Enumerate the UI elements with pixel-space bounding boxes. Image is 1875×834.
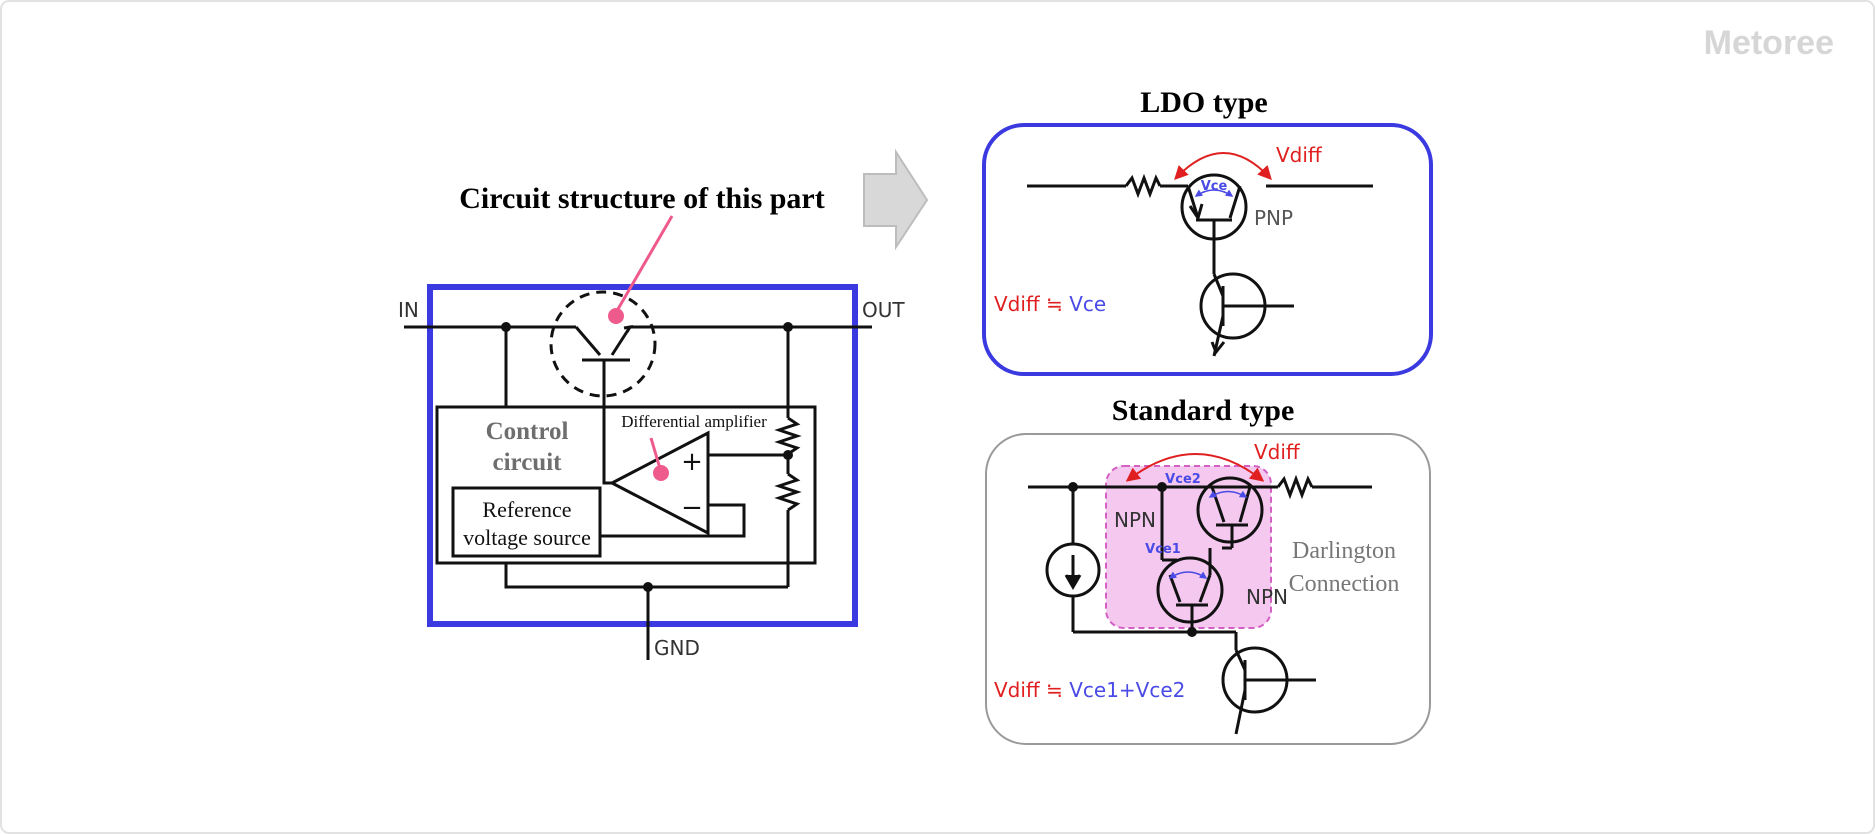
vce1-arc (1168, 571, 1208, 579)
ldo-pnp-label: PNP (1254, 206, 1293, 230)
ldo-vce-label: Vce (1201, 179, 1228, 194)
vce2-arc (1208, 490, 1248, 498)
standard-formula-rhs: Vce1+Vce2 (1069, 678, 1185, 702)
npn-left-label: NPN (1114, 508, 1156, 532)
junction-dot (643, 582, 653, 592)
ldo-formula-rhs: Vce (1069, 292, 1106, 316)
gnd-label: GND (654, 636, 700, 660)
darlington-label-2: Connection (1289, 571, 1400, 597)
ldo-formula: Vdiff ≒ Vce (994, 292, 1106, 316)
transition-arrow (863, 148, 929, 251)
pass-transistor-highlight (549, 290, 657, 398)
diff-amp-label: Differential amplifier (621, 412, 767, 431)
reference-label-2: voltage source (463, 525, 591, 550)
top-rail (404, 325, 872, 407)
control-label-2: circuit (493, 449, 563, 476)
standard-panel: Standard type (985, 394, 1431, 745)
main-circuit: Circuit structure of this part IN OUT Co… (398, 182, 905, 660)
ldo-vdiff-label: Vdiff (1276, 143, 1323, 167)
pnp-emitter-arrow (1188, 203, 1204, 222)
pointer-line (612, 215, 674, 317)
pointer-dot (653, 465, 669, 481)
ldo-frame (982, 123, 1433, 376)
ldo-formula-vdiff: Vdiff (994, 292, 1041, 316)
control-label-1: Control (486, 418, 569, 445)
ldo-panel: LDO type Vdiff Vce PNP Vdiff ≒ (982, 86, 1433, 376)
pass-transistor-arrow (623, 324, 633, 333)
junction-dot (1157, 482, 1167, 492)
standard-frame (985, 433, 1431, 745)
op-amp-minus: − (681, 493, 703, 523)
junction-dot (1068, 482, 1078, 492)
vdiff-arc (1125, 453, 1265, 482)
op-amp-symbol (608, 430, 710, 536)
npn-emitter-arrow (1210, 341, 1226, 355)
npn-right-label: NPN (1246, 585, 1288, 609)
op-amp-wiring (504, 327, 802, 660)
standard-formula-vdiff: Vdiff (994, 678, 1041, 702)
standard-title: Standard type (1112, 394, 1295, 427)
vce-arc (1194, 189, 1234, 197)
junction-dot (783, 450, 793, 460)
vce1-label: Vce1 (1145, 542, 1181, 557)
pointer-dot (608, 308, 624, 324)
op-amp-plus: + (681, 447, 703, 477)
darlington-label-1: Darlington (1292, 538, 1396, 564)
reference-voltage-box (451, 486, 602, 558)
junction-dot (1187, 627, 1197, 637)
vce2-label: Vce2 (1165, 472, 1201, 487)
ldo-formula-approx: ≒ (1046, 292, 1063, 316)
ldo-title: LDO type (1140, 86, 1268, 119)
vdiff-arc (1174, 152, 1272, 181)
ic-frame (427, 284, 858, 627)
out-label: OUT (862, 298, 905, 322)
main-heading: Circuit structure of this part (459, 182, 825, 215)
standard-wiring (1028, 474, 1372, 735)
reference-label-1: Reference (482, 497, 571, 522)
standard-formula: Vdiff ≒ Vce1+Vce2 (994, 678, 1185, 702)
brand-logo: Metoree (1704, 24, 1834, 62)
standard-vdiff-label: Vdiff (1254, 440, 1301, 464)
darlington-highlight (1105, 465, 1272, 629)
in-label: IN (398, 298, 419, 322)
standard-formula-approx: ≒ (1046, 678, 1063, 702)
